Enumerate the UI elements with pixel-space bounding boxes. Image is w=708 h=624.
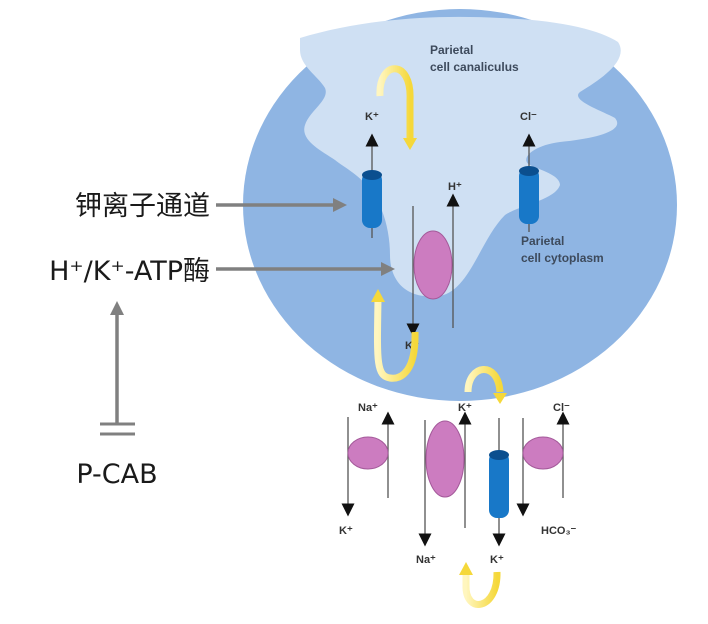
recycle-arrow-apical: [376, 65, 414, 140]
recycle-arrow-bottom: [462, 571, 501, 608]
baso-cl-in-label: Cl⁻: [553, 402, 570, 414]
cytoplasm-label-line1: Parietal: [521, 234, 564, 248]
na-k-exchanger: [341, 411, 395, 517]
proton-pump: [406, 193, 460, 337]
na-k-atpase: [418, 411, 472, 547]
cl-hco3-exchanger: [516, 411, 570, 517]
apical-k-channel: [362, 133, 382, 238]
baso-na-out-label: Na⁺: [416, 554, 436, 566]
basolateral-k-channel: [489, 418, 509, 547]
canaliculus-label-line1: Parietal: [430, 43, 473, 57]
apical-cl-channel: [519, 133, 539, 232]
recycle-arrow-basolateral: [464, 366, 504, 393]
baso-k-out1-label: K⁺: [339, 525, 353, 537]
canaliculus-label-line2: cell canaliculus: [430, 60, 519, 74]
pump-h-label: H⁺: [448, 181, 462, 193]
recycle-arrow-pump-head: [371, 289, 385, 302]
pcab-label: P-CAB: [76, 459, 157, 490]
baso-hco3-label: HCO₃⁻: [541, 525, 577, 537]
recycle-arrow-basolateral-head: [493, 393, 507, 404]
recycle-arrow-bottom-head: [459, 562, 473, 575]
proton-pump-label: H⁺/K⁺-ATP酶: [49, 256, 210, 287]
baso-na-in-label: Na⁺: [358, 402, 378, 414]
baso-k-out2-label: K⁺: [490, 554, 504, 566]
baso-k-in-label: K⁺: [458, 402, 472, 414]
apical-cl-label: Cl⁻: [520, 111, 537, 123]
recycle-arrow-pump: [374, 299, 419, 382]
recycle-arrow-apical-head: [403, 138, 417, 150]
apical-k-label: K⁺: [365, 111, 379, 123]
cytoplasm-label-line2: cell cytoplasm: [521, 251, 604, 265]
k-channel-label: 钾离子通道: [75, 191, 210, 222]
